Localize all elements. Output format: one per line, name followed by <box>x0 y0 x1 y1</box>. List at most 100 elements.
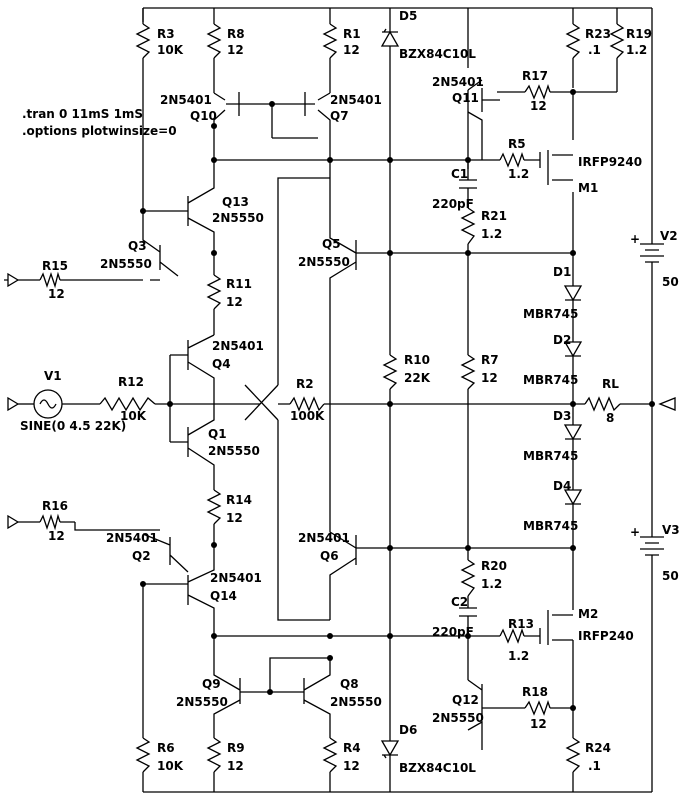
v1-sine-source <box>18 389 63 419</box>
r23-zigzag <box>565 23 581 59</box>
r24-value: .1 <box>588 759 601 773</box>
d2-name: D2 <box>553 333 571 347</box>
r16-value: 12 <box>48 529 65 543</box>
junction-dots <box>140 89 655 711</box>
v3-value: 50 <box>662 569 679 583</box>
q10-name: Q10 <box>190 109 217 123</box>
r23-value: .1 <box>588 43 601 57</box>
c1-plates <box>459 179 477 189</box>
q9-name: Q9 <box>202 677 221 691</box>
r11-name: R11 <box>226 277 252 291</box>
q5-model: 2N5550 <box>298 255 350 269</box>
d5-symbol <box>380 28 400 47</box>
q10-model: 2N5401 <box>160 93 212 107</box>
d1-model: MBR745 <box>523 307 578 321</box>
output-port-arrow <box>658 397 676 411</box>
r10-value: 22K <box>404 371 431 385</box>
rl-name: RL <box>602 377 619 391</box>
r9-zigzag <box>206 737 222 773</box>
r21-zigzag <box>460 207 476 245</box>
r1-name: R1 <box>343 27 361 41</box>
r12-value: 10K <box>120 409 147 423</box>
v2-plus: + <box>630 232 640 246</box>
m2-model: IRFP240 <box>578 629 634 643</box>
r20-zigzag <box>460 559 476 597</box>
r13-value: 1.2 <box>508 649 529 663</box>
q3-model: 2N5550 <box>100 257 152 271</box>
r14-value: 12 <box>226 511 243 525</box>
r21-value: 1.2 <box>481 227 502 241</box>
r12-name: R12 <box>118 375 144 389</box>
r18-value: 12 <box>530 717 547 731</box>
r6-name: R6 <box>157 741 175 755</box>
q11-name: Q11 <box>452 91 479 105</box>
q7-model: 2N5401 <box>330 93 382 107</box>
r18-zigzag <box>524 699 551 716</box>
r1-value: 12 <box>343 43 360 57</box>
q8-name: Q8 <box>340 677 359 691</box>
q2-name: Q2 <box>132 549 151 563</box>
r15-zigzag <box>39 271 61 289</box>
c2-value: 220pF <box>432 625 474 639</box>
d4-name: D4 <box>553 479 571 493</box>
r3-name: R3 <box>157 27 175 41</box>
r19-zigzag <box>609 23 625 59</box>
r23-name: R23 <box>585 27 611 41</box>
r15-port-arrow <box>4 272 20 288</box>
d2-symbol <box>563 341 583 358</box>
r2-zigzag <box>289 396 325 412</box>
c1-value: 220pF <box>432 197 474 211</box>
q1-model: 2N5550 <box>208 444 260 458</box>
c1-name: C1 <box>451 167 468 181</box>
r10-name: R10 <box>404 353 430 367</box>
directive-tran: .tran 0 11mS 1mS <box>22 107 143 121</box>
r18-name: R18 <box>522 685 548 699</box>
r16-zigzag <box>39 513 61 531</box>
r20-value: 1.2 <box>481 577 502 591</box>
r19-value: 1.2 <box>626 43 647 57</box>
battery-symbols <box>640 234 664 563</box>
labels: .tran 0 11mS 1mS .options plotwinsize=0 … <box>20 9 680 775</box>
d4-symbol <box>563 489 583 506</box>
rl-zigzag <box>584 396 621 412</box>
d1-symbol <box>563 285 583 302</box>
c2-name: C2 <box>451 595 468 609</box>
r13-name: R13 <box>508 617 534 631</box>
r11-value: 12 <box>226 295 243 309</box>
r20-name: R20 <box>481 559 507 573</box>
v3-name: V3 <box>662 523 680 537</box>
r24-zigzag <box>565 737 581 773</box>
d6-model: BZX84C10L <box>399 761 476 775</box>
v3-symbol <box>640 527 664 563</box>
d4-model: MBR745 <box>523 519 578 533</box>
r17-zigzag <box>524 83 551 100</box>
r19-name: R19 <box>626 27 652 41</box>
r15-name: R15 <box>42 259 68 273</box>
q4-name: Q4 <box>212 357 231 371</box>
r7-zigzag <box>460 354 476 390</box>
r11-zigzag <box>206 274 222 310</box>
r8-name: R8 <box>227 27 245 41</box>
directive-options: .options plotwinsize=0 <box>22 124 177 138</box>
q14-model: 2N5401 <box>210 571 262 585</box>
r3-zigzag <box>135 23 151 59</box>
q4-model: 2N5401 <box>212 339 264 353</box>
q12-name: Q12 <box>452 693 479 707</box>
r15-value: 12 <box>48 287 65 301</box>
m1-model: IRFP9240 <box>578 155 642 169</box>
r17-name: R17 <box>522 69 548 83</box>
r14-zigzag <box>206 489 222 525</box>
d5-name: D5 <box>399 9 417 23</box>
q5-name: Q5 <box>322 237 341 251</box>
q11-model: 2N5401 <box>432 75 484 89</box>
v1-value: SINE(0 4.5 22K) <box>20 419 126 433</box>
d5-model: BZX84C10L <box>399 47 476 61</box>
c2-plates <box>459 607 477 617</box>
q13-name: Q13 <box>222 195 249 209</box>
r12-zigzag <box>99 396 156 412</box>
d2-model: MBR745 <box>523 373 578 387</box>
r7-value: 12 <box>481 371 498 385</box>
v2-value: 50 <box>662 275 679 289</box>
r8-value: 12 <box>227 43 244 57</box>
